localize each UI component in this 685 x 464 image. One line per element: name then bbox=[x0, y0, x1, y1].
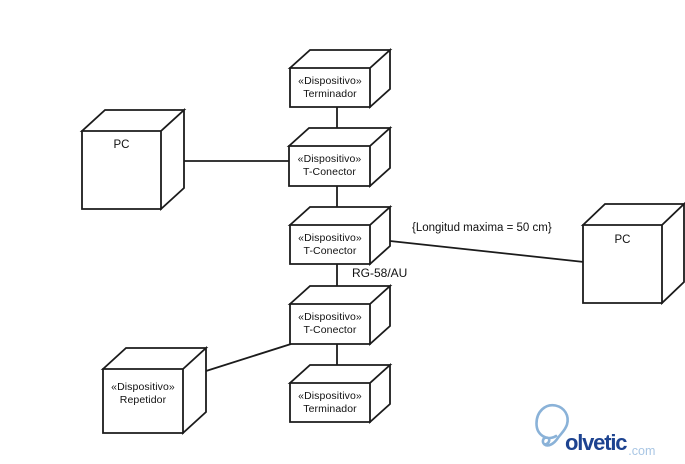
node-repeater-shape bbox=[100, 345, 209, 436]
node-tconnector-3-shape bbox=[287, 283, 393, 347]
solvetic-logo: olvetic .com bbox=[532, 400, 655, 457]
node-tconnector-1-shape bbox=[286, 125, 393, 189]
node-pc-left-label: PC bbox=[113, 139, 130, 151]
link-tconnector2-pcright bbox=[389, 240, 585, 263]
logo-wordmark: olvetic bbox=[565, 430, 628, 455]
link-tconnector3-repeater bbox=[205, 343, 292, 372]
logo-tld: .com bbox=[628, 443, 656, 458]
cable-type-label: RG-58/AU bbox=[352, 266, 408, 280]
node-pc-left-shape bbox=[79, 107, 187, 212]
node-pc-right-shape bbox=[580, 201, 685, 306]
node-terminator-top-shape bbox=[287, 47, 393, 110]
lightbulb-icon bbox=[535, 403, 569, 447]
max-length-constraint-label: {Longitud maxima = 50 cm} bbox=[412, 222, 552, 234]
node-tconnector-2-shape bbox=[287, 204, 393, 267]
node-pc-right-label: PC bbox=[614, 234, 631, 246]
connector-lines bbox=[184, 107, 585, 372]
node-terminator-bottom-shape bbox=[287, 362, 393, 425]
